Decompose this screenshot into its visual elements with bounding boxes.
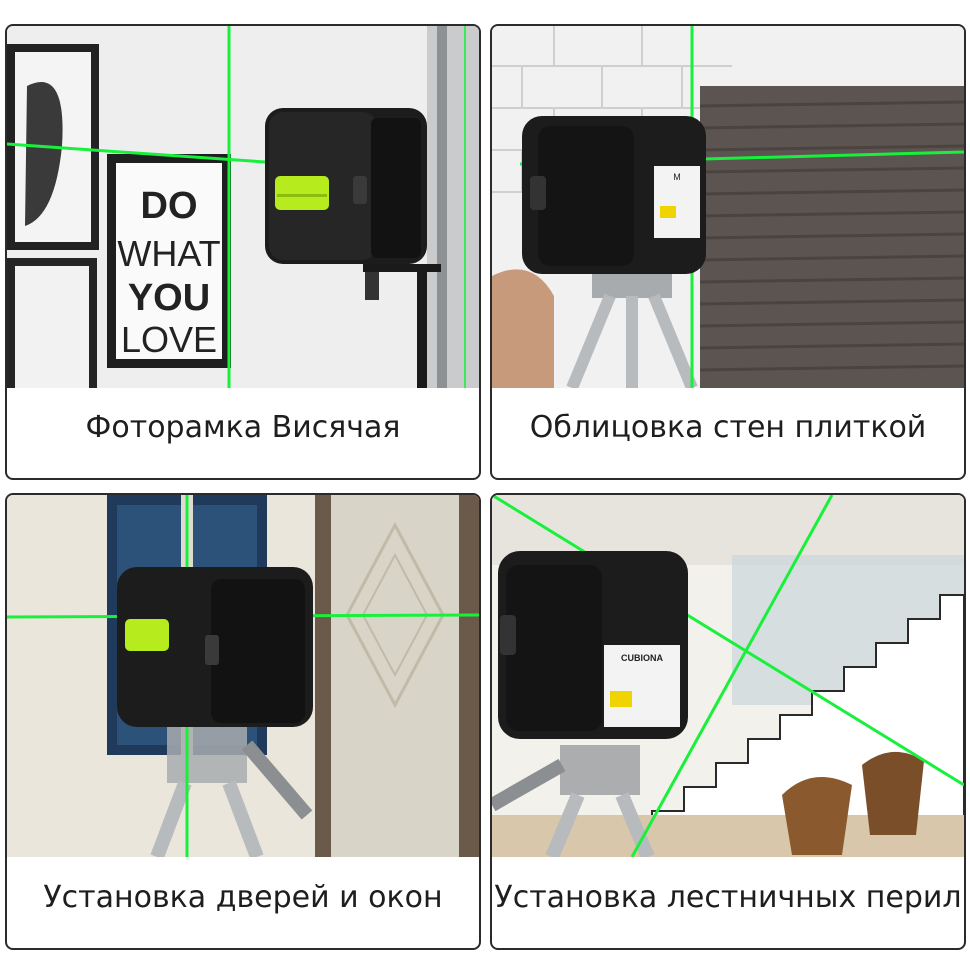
laser-level-device-icon xyxy=(117,567,313,727)
tripod-icon xyxy=(492,745,655,857)
poster-text-love: LOVE xyxy=(121,319,217,360)
level-switch-icon xyxy=(275,176,329,210)
stair-railing-scene: CUBIONA xyxy=(492,495,964,857)
laser-line-cross xyxy=(630,495,834,857)
laser-level-device-icon xyxy=(265,108,427,264)
tripod-icon xyxy=(566,274,698,388)
doors-windows-scene xyxy=(7,495,479,857)
laser-level-device-icon: M xyxy=(522,116,706,274)
laser-line-horizontal xyxy=(7,142,266,164)
laser-line-diagonal xyxy=(492,495,964,787)
photo-frame-scene: DO WHAT YOU LOVE xyxy=(7,26,479,388)
poster-text-do: DO xyxy=(141,185,198,227)
level-switch-icon xyxy=(125,619,169,651)
device-label xyxy=(654,166,700,238)
poster-text-you: YOU xyxy=(128,277,210,319)
panel-caption: Облицовка стен плиткой xyxy=(529,410,927,445)
poster-frame: DO WHAT YOU LOVE xyxy=(107,154,231,368)
poster-text-what: WHAT xyxy=(117,233,220,274)
device-label-text: M xyxy=(673,172,681,182)
laser-level-device-icon: CUBIONA xyxy=(498,551,688,739)
panel-caption: Фоторамка Висячая xyxy=(85,410,401,445)
panel-stair-railing: CUBIONA Установка лестничных перил xyxy=(490,493,966,950)
panel-wall-tiling: M Облицовка стен плиткой xyxy=(490,24,966,480)
chair-icon xyxy=(782,751,924,855)
tripod-icon xyxy=(150,723,313,857)
wall-tiling-scene: M xyxy=(492,26,964,388)
panel-caption: Установка дверей и окон xyxy=(43,880,443,915)
panel-photo-frame: DO WHAT YOU LOVE Фоторамка Висячая xyxy=(5,24,481,480)
brand-label: CUBIONA xyxy=(621,653,663,663)
device-label xyxy=(604,645,680,727)
panel-caption: Установка лестничных перил xyxy=(494,880,962,915)
panel-doors-windows: Установка дверей и окон xyxy=(5,493,481,950)
